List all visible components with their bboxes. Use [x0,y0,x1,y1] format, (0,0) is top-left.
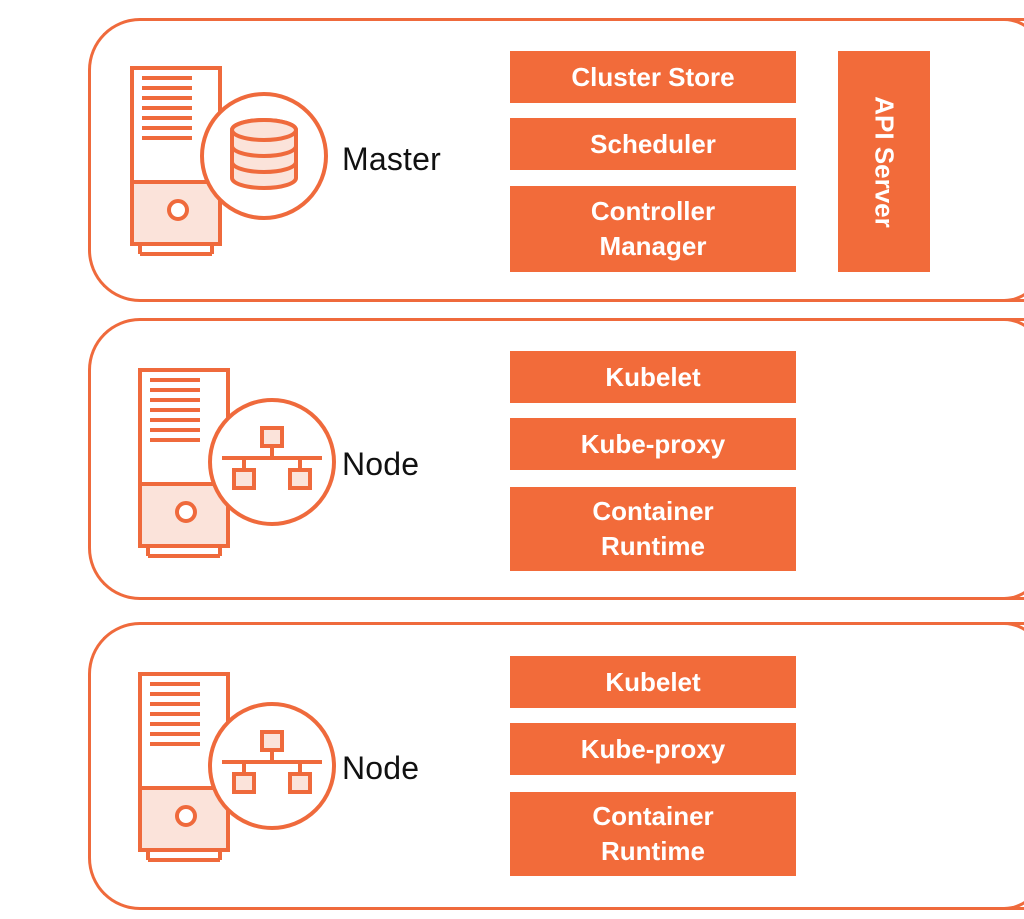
controller-manager-box: Controller Manager [510,186,796,272]
container-runtime-box: Container Runtime [510,487,796,571]
node-2-server-icon [138,672,336,862]
node-panel-2-edge [1004,622,1024,910]
node-1-server-icon [138,368,336,558]
node-panel-1-edge [1004,318,1024,600]
api-server-label: API Server [869,95,900,228]
scheduler-box: Scheduler [510,118,796,170]
kubelet-box: Kubelet [510,351,796,403]
container-runtime-box: Container Runtime [510,792,796,876]
node-1-label: Node [342,446,420,482]
kube-proxy-box: Kube-proxy [510,723,796,775]
master-label: Master [342,141,441,177]
kube-proxy-box: Kube-proxy [510,418,796,470]
master-server-icon [130,66,328,256]
kubelet-box: Kubelet [510,656,796,708]
api-server-box: API Server [838,51,930,272]
node-2-label: Node [342,750,420,786]
master-panel-edge [1004,18,1024,302]
cluster-store-box: Cluster Store [510,51,796,103]
